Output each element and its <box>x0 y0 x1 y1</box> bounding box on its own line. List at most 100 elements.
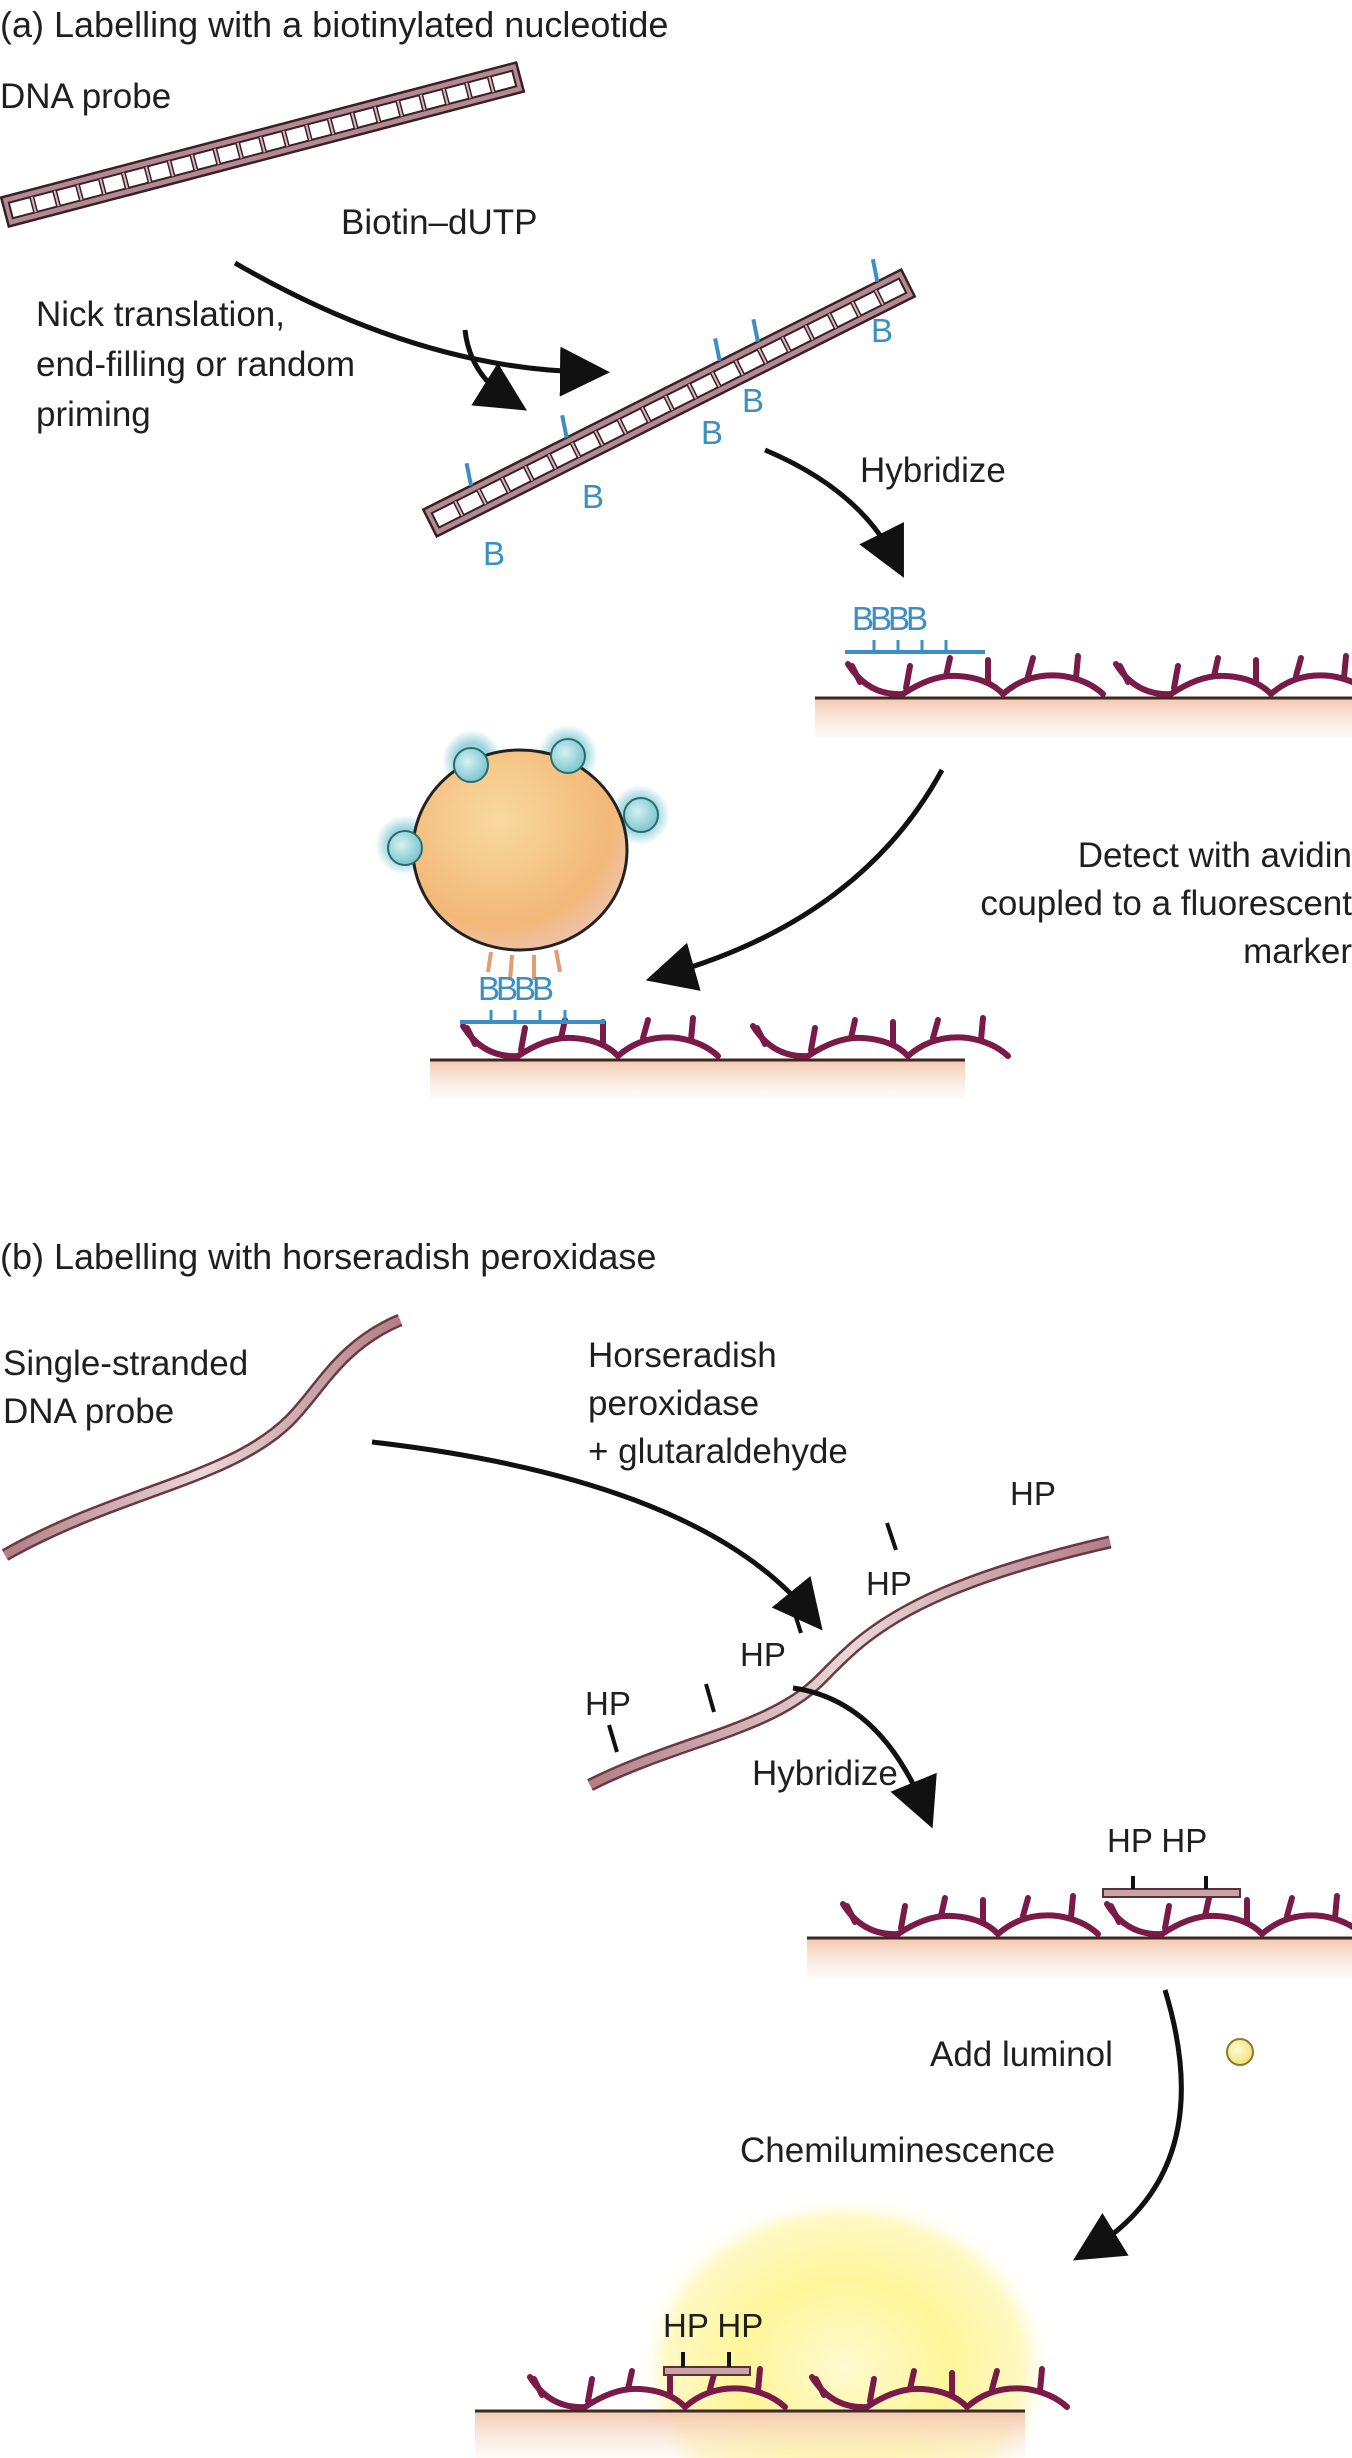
target-branch <box>1202 1895 1212 1919</box>
hp-tag: HP <box>866 1565 912 1602</box>
base-pair-rung-fill <box>641 407 651 423</box>
biotin-linker <box>464 462 474 486</box>
target-dna-b2 <box>527 2366 1070 2412</box>
arrow-hybridize-b <box>792 1685 937 1829</box>
dna-probe-label: DNA probe <box>0 77 172 116</box>
panel-a-heading: (a) Labelling with a biotinylated nucleo… <box>0 4 669 45</box>
target-branch <box>688 1015 696 1043</box>
target-strand <box>460 1023 721 1061</box>
stacked-biotin-bound-label: BBBB <box>478 970 554 1007</box>
target-branch <box>808 1025 818 1053</box>
target-branch <box>1020 1895 1031 1919</box>
target-dna-a1 <box>845 653 1352 699</box>
arrow-conjugate <box>371 1439 823 1631</box>
detect-label: Detect with avidin coupled to a fluoresc… <box>980 836 1352 971</box>
target-branch <box>531 2376 545 2398</box>
target-branch <box>1341 653 1349 681</box>
base-pair-rung-fill <box>524 465 534 481</box>
membrane-a2 <box>430 1058 965 1098</box>
target-branch <box>1025 655 1036 679</box>
target-branch <box>903 663 913 691</box>
target-dna-a2 <box>460 1015 1011 1061</box>
membrane-b2 <box>475 2409 1025 2458</box>
hp-tag: HP <box>1010 1475 1056 1512</box>
hp-tag: HP <box>585 1685 631 1722</box>
base-pair-rung-fill <box>465 82 472 99</box>
biotin-dutp-label: Biotin–dUTP <box>341 203 538 242</box>
target-branch <box>898 1903 908 1931</box>
biotin-linker <box>560 414 569 438</box>
base-pair-rung-fill <box>617 418 627 435</box>
target-branch <box>848 1017 858 1041</box>
biotin-linker <box>751 318 760 342</box>
base-pair-rung-fill <box>328 118 335 135</box>
target-branch <box>1037 2366 1045 2394</box>
target-branch <box>1171 663 1181 691</box>
base-pair-rung-fill <box>454 500 464 517</box>
target-branch <box>1284 1895 1295 1919</box>
target-branch <box>1162 1903 1172 1931</box>
luminol-label: Add luminol <box>930 2035 1113 2074</box>
target-branch <box>849 663 863 685</box>
fluor-marker <box>387 830 423 866</box>
base-pair-rung-fill <box>190 154 197 171</box>
target-dna-b1 <box>840 1893 1352 1939</box>
method-label: Nick translation, end-filling or random … <box>36 295 356 434</box>
arrow-detect <box>645 768 945 991</box>
base-pair-rung-fill <box>828 313 838 329</box>
target-branch <box>1293 655 1304 679</box>
target-branch <box>585 2376 595 2404</box>
target-branch <box>1073 653 1081 681</box>
target-branch <box>867 2376 877 2404</box>
hp-pair-label: HP HP <box>1107 1822 1208 1859</box>
panel-b-heading: (b) Labelling with horseradish peroxidas… <box>0 1236 657 1277</box>
biotin-tag: B <box>871 312 894 349</box>
base-pair-rung-fill <box>571 442 581 458</box>
target-branch <box>755 2366 763 2394</box>
target-branch <box>625 2368 635 2392</box>
target-branch <box>464 1025 478 1047</box>
target-strand <box>840 1901 1101 1939</box>
fluor-marker <box>550 738 586 774</box>
ss-probe-label: Single-stranded DNA probe <box>3 1344 249 1431</box>
base-pair-rung-fill <box>305 124 312 141</box>
target-branch <box>844 1903 858 1925</box>
membrane-a1 <box>815 696 1352 738</box>
arrow-labeling <box>233 260 610 397</box>
fluor-marker <box>453 747 489 783</box>
target-strand <box>750 1023 1011 1061</box>
base-pair-rung-fill <box>53 190 60 207</box>
base-pair-rung-fill <box>442 88 449 105</box>
target-branch <box>1117 663 1131 685</box>
base-pair-rung-fill <box>419 94 426 111</box>
base-pair-rung-fill <box>373 106 380 123</box>
biotin-tag: B <box>701 414 724 451</box>
target-branch <box>1332 1893 1340 1921</box>
base-pair-rung-fill <box>351 112 358 129</box>
hp-labelled-probe <box>587 1522 1112 1791</box>
biotinylated-dna-probe <box>421 258 917 539</box>
fluor-marker <box>623 797 659 833</box>
biotin-tag: B <box>742 382 765 419</box>
base-pair-rung-fill <box>500 477 510 493</box>
target-branch <box>1108 1903 1122 1925</box>
base-pair-rung-fill <box>99 178 106 195</box>
base-pair-rung-fill <box>213 148 220 165</box>
target-branch <box>943 655 953 679</box>
target-branch <box>640 1017 651 1041</box>
target-branch <box>754 1025 768 1047</box>
base-pair-rung-fill <box>757 348 767 364</box>
target-branch <box>978 1015 986 1043</box>
hybridize-label-a: Hybridize <box>860 451 1006 490</box>
hp-tag: HP <box>740 1636 786 1673</box>
biotin-probe-bound <box>460 1010 605 1024</box>
base-pair-rung-fill <box>664 395 674 411</box>
target-branch <box>930 1017 941 1041</box>
target-strand <box>1104 1901 1352 1939</box>
biotin-probe-hybridized <box>845 640 985 654</box>
base-pair-rung-fill <box>711 371 721 388</box>
base-pair-rung-fill <box>804 325 814 341</box>
arrow-luminol <box>1072 1989 1184 2261</box>
base-pair-rung-fill <box>594 430 604 446</box>
hp-pair-glow-label: HP HP <box>663 2307 764 2344</box>
